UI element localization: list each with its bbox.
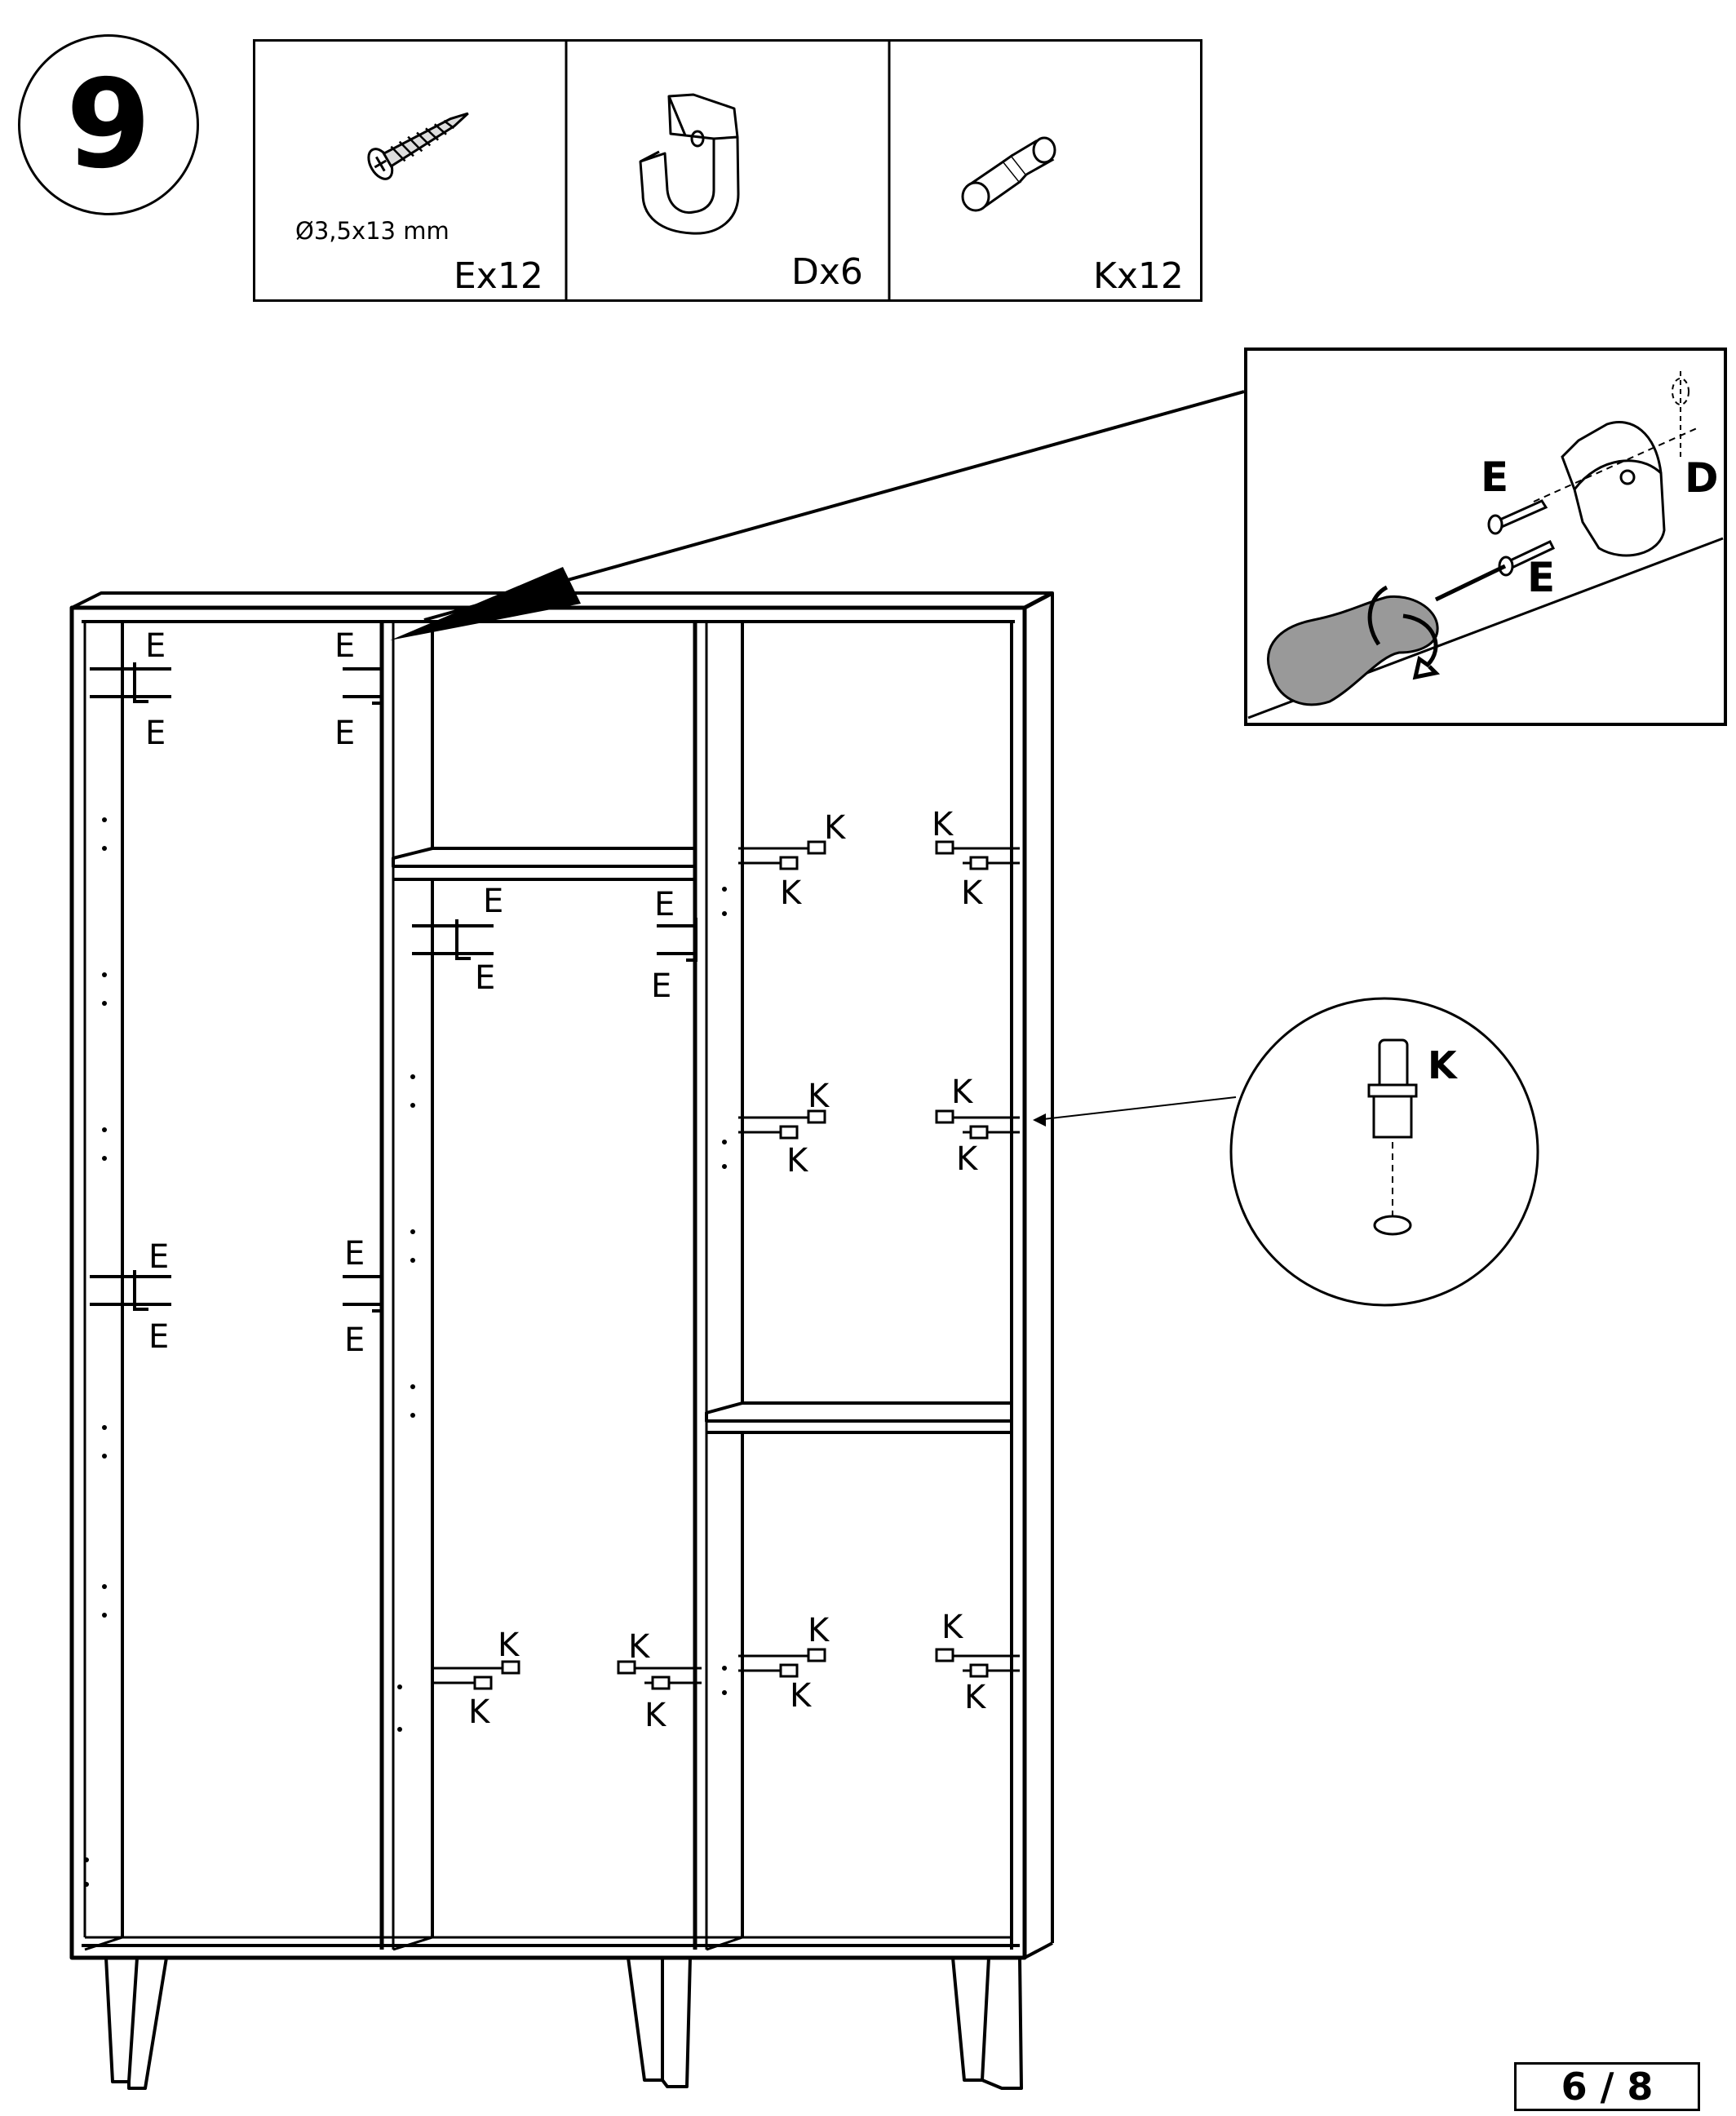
label-k: K [628,1628,651,1666]
screwdriver-icon [1267,585,1441,706]
label-k: K [941,1609,964,1646]
cabinet-legs [104,1956,1023,2090]
label-e: E [344,1321,365,1359]
label-e: E [148,1238,169,1276]
pin-markers [432,840,1020,1690]
screw-icon [367,112,469,180]
label-k: K [808,1078,830,1115]
hole-dots [84,817,727,1887]
detail-label-k: K [1428,1043,1459,1087]
label-e: E [651,967,671,1005]
label-k: K [932,806,954,843]
label-k: K [956,1140,979,1178]
label-e: E [145,715,166,752]
label-k: K [790,1677,813,1715]
label-e: E [334,715,355,752]
label-k: K [786,1142,809,1180]
label-k: K [964,1679,987,1716]
label-k: K [824,809,847,847]
label-k: K [780,874,803,912]
detail-label-e2: E [1527,554,1555,601]
pin-qty: Kx12 [1093,255,1184,297]
screw-qty: Ex12 [454,255,543,297]
label-e: E [654,886,675,923]
label-k: K [498,1627,520,1664]
label-k: K [951,1073,974,1111]
screw-dimension: Ø3,5x13 mm [295,217,450,245]
cabinet [69,591,1054,1960]
page-number-box: 6 / 8 [1514,2062,1700,2111]
pin-detail-icon [1367,1038,1418,1236]
label-k: K [808,1612,830,1649]
bracket-qty: Dx6 [791,251,863,293]
detail-pin-circle: K [1033,997,1539,1307]
detail-label-e: E [1481,454,1508,501]
callout-pointer [390,390,1245,640]
label-k: K [961,874,984,912]
detail-bracket-box: E D E [1244,348,1727,726]
parts-table: Ø3,5x13 mm Ex12 Dx6 Kx12 [253,39,1202,302]
page-number: 6 / 8 [1561,2065,1654,2109]
label-e: E [475,959,495,997]
shelf-pin-icon [961,136,1056,212]
label-e: E [483,883,503,920]
label-k: K [468,1693,491,1731]
bracket-icon [639,93,740,235]
bracket-markers [90,661,698,1313]
step-number: 9 [65,54,152,196]
label-e: E [148,1318,169,1356]
label-e: E [145,627,166,665]
label-k: K [644,1697,667,1734]
label-e: E [344,1235,365,1273]
detail-label-d: D [1685,454,1719,502]
label-e: E [334,627,355,665]
step-number-badge: 9 [18,34,199,215]
